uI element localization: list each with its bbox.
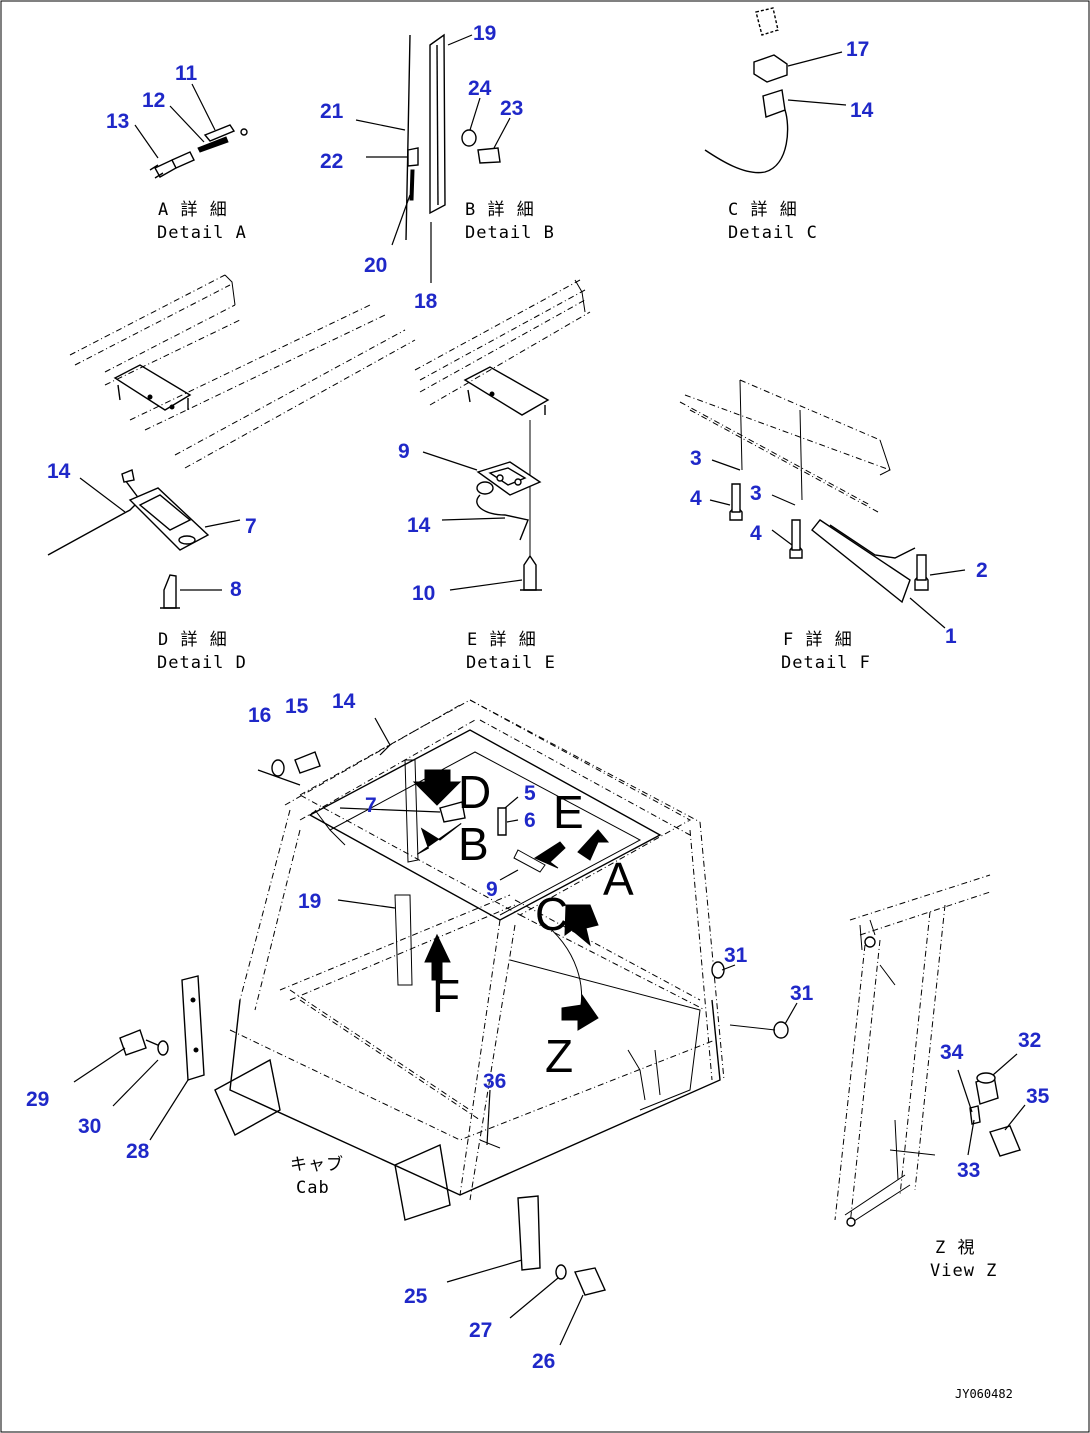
part-number-24: 24 bbox=[468, 77, 492, 100]
arrow-c-icon bbox=[564, 904, 599, 947]
detail-f-caption-jp: F 詳 細 bbox=[783, 630, 853, 650]
part-number-7: 7 bbox=[365, 794, 377, 817]
part-number-28: 28 bbox=[126, 1140, 150, 1163]
part-number-36: 36 bbox=[483, 1070, 506, 1093]
detail-a-drawing bbox=[134, 83, 248, 179]
part-number-14: 14 bbox=[407, 514, 431, 537]
part-number-25: 25 bbox=[404, 1285, 428, 1308]
callout-c: C bbox=[535, 888, 568, 940]
arrow-a-icon bbox=[577, 829, 610, 861]
part-number-19: 19 bbox=[298, 890, 321, 913]
detail-f-drawing bbox=[679, 379, 966, 629]
part-number-11: 11 bbox=[175, 62, 198, 85]
part-number-8: 8 bbox=[230, 578, 242, 601]
arrow-b-icon bbox=[416, 823, 462, 855]
part-number-21: 21 bbox=[320, 100, 344, 123]
part-number-27: 27 bbox=[469, 1319, 492, 1342]
part-number-4: 4 bbox=[690, 487, 702, 510]
part-number-1: 1 bbox=[945, 625, 957, 648]
part-number-34: 34 bbox=[940, 1041, 964, 1064]
callout-a: A bbox=[603, 853, 634, 905]
part-number-6: 6 bbox=[524, 809, 536, 832]
part-number-19: 19 bbox=[473, 22, 496, 45]
part-number-20: 20 bbox=[364, 254, 387, 277]
part-number-12: 12 bbox=[142, 89, 165, 112]
part-number-22: 22 bbox=[320, 150, 343, 173]
detail-c-caption-en: Detail C bbox=[728, 223, 818, 243]
part-number-32: 32 bbox=[1018, 1029, 1041, 1052]
detail-e-caption-en: Detail E bbox=[466, 653, 556, 673]
detail-e-caption-jp: E 詳 細 bbox=[467, 630, 537, 650]
part-number-15: 15 bbox=[285, 695, 309, 718]
part-number-18: 18 bbox=[414, 290, 438, 313]
drawing-code: JY060482 bbox=[955, 1387, 1013, 1401]
part-number-23: 23 bbox=[500, 97, 523, 120]
callout-z: Z bbox=[545, 1030, 573, 1082]
detail-b-caption-jp: B 詳 細 bbox=[465, 200, 535, 220]
detail-c-caption-jp: C 詳 細 bbox=[728, 200, 798, 220]
detail-b-caption-en: Detail B bbox=[465, 223, 555, 243]
part-number-14: 14 bbox=[47, 460, 71, 483]
part-number-33: 33 bbox=[957, 1159, 980, 1182]
part-number-3: 3 bbox=[690, 447, 702, 470]
part-number-26: 26 bbox=[532, 1350, 555, 1373]
detail-e-drawing bbox=[414, 279, 591, 591]
callout-e: E bbox=[553, 786, 584, 838]
detail-d-drawing bbox=[47, 274, 416, 609]
callout-b: B bbox=[458, 818, 489, 870]
detail-a-caption-jp: A 詳 細 bbox=[158, 200, 228, 220]
view-z-drawing bbox=[834, 874, 1026, 1227]
part-number-4: 4 bbox=[750, 522, 762, 545]
part-number-29: 29 bbox=[26, 1088, 49, 1111]
view-z-caption-jp: Z 視 bbox=[935, 1238, 975, 1258]
detail-c-drawing bbox=[704, 7, 847, 174]
part-number-14: 14 bbox=[332, 690, 356, 713]
cab-parts bbox=[73, 751, 798, 1346]
detail-d-caption-en: Detail D bbox=[157, 653, 247, 673]
part-number-2: 2 bbox=[976, 559, 988, 582]
part-number-9: 9 bbox=[398, 440, 410, 463]
part-number-35: 35 bbox=[1026, 1085, 1050, 1108]
part-number-9: 9 bbox=[486, 878, 498, 901]
part-number-30: 30 bbox=[78, 1115, 101, 1138]
part-number-7: 7 bbox=[245, 515, 257, 538]
part-number-10: 10 bbox=[412, 582, 435, 605]
part-number-13: 13 bbox=[106, 110, 129, 133]
cab-caption-jp: キャブ bbox=[290, 1154, 344, 1175]
detail-f-caption-en: Detail F bbox=[781, 653, 871, 673]
cab-drawing bbox=[214, 699, 725, 1221]
part-number-17: 17 bbox=[846, 38, 869, 61]
callout-d: D bbox=[458, 766, 491, 818]
part-number-5: 5 bbox=[524, 782, 536, 805]
detail-d-caption-jp: D 詳 細 bbox=[158, 630, 228, 650]
cab-caption-en: Cab bbox=[296, 1178, 330, 1198]
arrow-d-icon bbox=[412, 769, 462, 806]
part-number-14: 14 bbox=[850, 99, 874, 122]
arrow-f-icon bbox=[424, 933, 451, 981]
view-z-caption-en: View Z bbox=[930, 1261, 997, 1281]
detail-b-drawing bbox=[355, 33, 511, 283]
arrow-z-icon bbox=[561, 993, 599, 1031]
detail-a-caption-en: Detail A bbox=[157, 223, 247, 243]
part-number-16: 16 bbox=[248, 704, 271, 727]
part-number-31: 31 bbox=[790, 982, 814, 1005]
part-number-31: 31 bbox=[724, 944, 748, 967]
arrow-e-left-icon bbox=[533, 841, 566, 869]
part-number-3: 3 bbox=[750, 482, 762, 505]
detail-arrows bbox=[412, 769, 610, 1031]
callout-f: F bbox=[432, 970, 460, 1022]
